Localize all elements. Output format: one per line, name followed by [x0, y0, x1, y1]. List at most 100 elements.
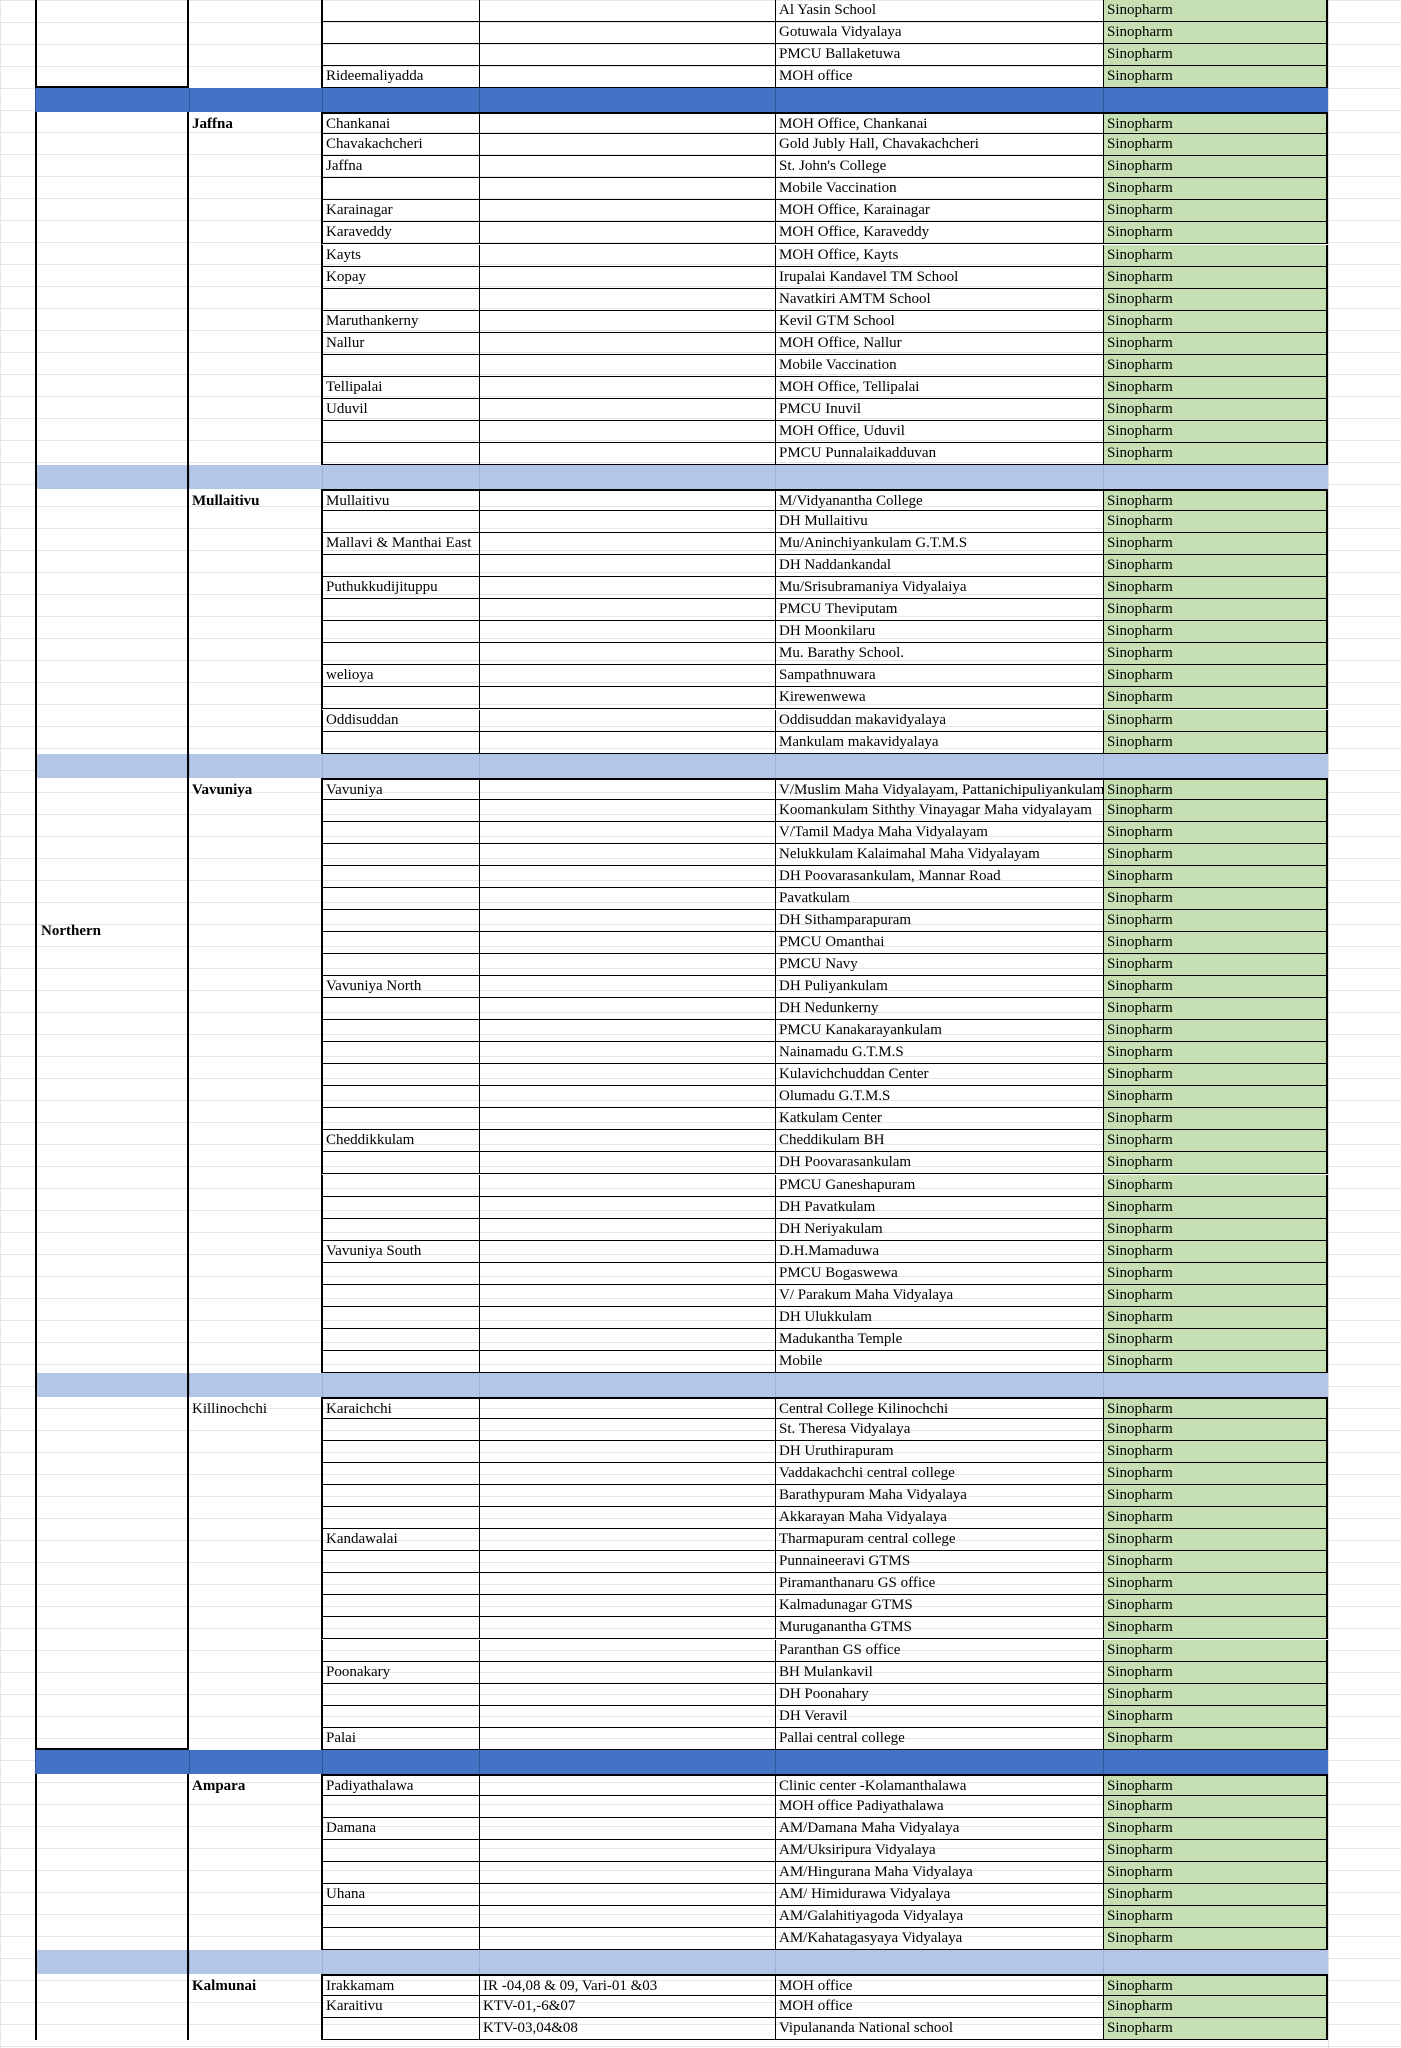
moh-area-cell[interactable]: Rideemaliyadda — [322, 66, 479, 89]
vaccination-center-cell[interactable]: Gotuwala Vidyalaya — [775, 22, 1103, 45]
moh-area-cell[interactable] — [322, 1419, 479, 1441]
gn-division-cell[interactable] — [479, 1617, 775, 1640]
vaccination-center-cell[interactable]: MOH Office, Karaveddy — [775, 222, 1103, 245]
gn-division-cell[interactable] — [479, 1639, 775, 1662]
vaccination-center-cell[interactable]: DH Neriyakulam — [775, 1218, 1103, 1241]
moh-area-cell[interactable] — [322, 1928, 479, 1951]
vaccine-cell[interactable]: Sinopharm — [1103, 821, 1328, 844]
gn-division-cell[interactable] — [479, 909, 775, 932]
vaccination-center-cell[interactable]: Mu/Aninchiyankulam G.T.M.S — [775, 533, 1103, 556]
gn-division-cell[interactable] — [479, 1727, 775, 1750]
vaccine-cell[interactable]: Sinopharm — [1103, 420, 1328, 443]
vaccination-center-cell[interactable]: MOH office — [775, 1996, 1103, 2019]
moh-area-cell[interactable]: Padiyathalawa — [322, 1773, 479, 1796]
gn-division-cell[interactable] — [479, 1884, 775, 1906]
vaccine-cell[interactable]: Sinopharm — [1103, 1507, 1328, 1530]
gn-division-cell[interactable] — [479, 310, 775, 333]
gn-division-cell[interactable] — [479, 1042, 775, 1065]
vaccination-center-cell[interactable]: Gold Jubly Hall, Chavakachcheri — [775, 134, 1103, 157]
gn-division-cell[interactable] — [479, 1020, 775, 1043]
vaccination-center-cell[interactable]: DH Veravil — [775, 1705, 1103, 1728]
vaccination-center-cell[interactable]: Kulavichchuddan Center — [775, 1064, 1103, 1087]
moh-area-cell[interactable]: Vavuniya South — [322, 1240, 479, 1263]
vaccine-cell[interactable]: Sinopharm — [1103, 1551, 1328, 1574]
moh-area-cell[interactable]: Karaichchi — [322, 1396, 479, 1419]
vaccination-center-cell[interactable]: Kevil GTM School — [775, 310, 1103, 333]
moh-area-cell[interactable] — [322, 555, 479, 578]
vaccination-center-cell[interactable]: DH Poonahary — [775, 1683, 1103, 1706]
gn-division-cell[interactable] — [479, 1218, 775, 1241]
moh-area-cell[interactable]: Jaffna — [322, 156, 479, 179]
vaccine-cell[interactable]: Sinopharm — [1103, 687, 1328, 710]
moh-area-cell[interactable] — [322, 1573, 479, 1596]
moh-area-cell[interactable] — [322, 998, 479, 1021]
vaccine-cell[interactable]: Sinopharm — [1103, 1419, 1328, 1441]
moh-area-cell[interactable] — [322, 1861, 479, 1884]
vaccine-cell[interactable]: Sinopharm — [1103, 156, 1328, 179]
district-cell[interactable]: Vavuniya — [189, 777, 322, 1373]
moh-area-cell[interactable]: Tellipalai — [322, 376, 479, 399]
vaccination-center-cell[interactable]: Al Yasin School — [775, 0, 1103, 22]
moh-area-cell[interactable] — [322, 2018, 479, 2041]
moh-area-cell[interactable] — [322, 1284, 479, 1307]
vaccination-center-cell[interactable]: PMCU Theviputam — [775, 599, 1103, 622]
moh-area-cell[interactable] — [322, 1683, 479, 1706]
gn-division-cell[interactable] — [479, 1573, 775, 1596]
vaccine-cell[interactable]: Sinopharm — [1103, 1130, 1328, 1153]
vaccine-cell[interactable]: Sinopharm — [1103, 310, 1328, 333]
vaccine-cell[interactable]: Sinopharm — [1103, 1240, 1328, 1263]
vaccination-center-cell[interactable]: MOH Office, Karainagar — [775, 200, 1103, 223]
moh-area-cell[interactable]: Kayts — [322, 244, 479, 267]
vaccination-center-cell[interactable]: Mobile Vaccination — [775, 354, 1103, 377]
moh-area-cell[interactable]: Uhana — [322, 1884, 479, 1906]
vaccination-center-cell[interactable]: Irupalai Kandavel TM School — [775, 266, 1103, 289]
gn-division-cell[interactable] — [479, 1928, 775, 1951]
gn-division-cell[interactable] — [479, 1240, 775, 1263]
vaccine-cell[interactable]: Sinopharm — [1103, 200, 1328, 223]
moh-area-cell[interactable] — [322, 954, 479, 976]
vaccination-center-cell[interactable]: Katkulam Center — [775, 1108, 1103, 1131]
gn-division-cell[interactable] — [479, 332, 775, 355]
gn-division-cell[interactable] — [479, 1174, 775, 1197]
vaccine-cell[interactable]: Sinopharm — [1103, 1817, 1328, 1840]
vaccine-cell[interactable]: Sinopharm — [1103, 0, 1328, 22]
vaccine-cell[interactable]: Sinopharm — [1103, 1795, 1328, 1818]
vaccination-center-cell[interactable]: MOH Office, Kayts — [775, 244, 1103, 267]
vaccine-cell[interactable]: Sinopharm — [1103, 1996, 1328, 2019]
vaccine-cell[interactable]: Sinopharm — [1103, 777, 1328, 800]
vaccination-center-cell[interactable]: AM/Damana Maha Vidyalaya — [775, 1817, 1103, 1840]
gn-division-cell[interactable] — [479, 1661, 775, 1684]
vaccination-center-cell[interactable]: MOH Office, Chankanai — [775, 112, 1103, 135]
vaccine-cell[interactable]: Sinopharm — [1103, 178, 1328, 201]
vaccine-cell[interactable]: Sinopharm — [1103, 998, 1328, 1021]
vaccination-center-cell[interactable]: DH Naddankandal — [775, 555, 1103, 578]
moh-area-cell[interactable] — [322, 44, 479, 67]
gn-division-cell[interactable]: IR -04,08 & 09, Vari-01 &03 — [479, 1974, 775, 1997]
vaccination-center-cell[interactable]: Pallai central college — [775, 1727, 1103, 1750]
moh-area-cell[interactable] — [322, 442, 479, 465]
moh-area-cell[interactable] — [322, 643, 479, 666]
vaccine-cell[interactable]: Sinopharm — [1103, 1108, 1328, 1131]
gn-division-cell[interactable] — [479, 1152, 775, 1175]
gn-division-cell[interactable] — [479, 1284, 775, 1307]
vaccination-center-cell[interactable]: Mobile — [775, 1350, 1103, 1373]
gn-division-cell[interactable] — [479, 1773, 775, 1796]
gn-division-cell[interactable] — [479, 112, 775, 135]
vaccine-cell[interactable]: Sinopharm — [1103, 731, 1328, 754]
vaccination-center-cell[interactable]: PMCU Omanthai — [775, 931, 1103, 954]
moh-area-cell[interactable] — [322, 1485, 479, 1508]
vaccination-center-cell[interactable]: Cheddikulam BH — [775, 1130, 1103, 1153]
gn-division-cell[interactable] — [479, 821, 775, 844]
vaccine-cell[interactable]: Sinopharm — [1103, 1529, 1328, 1552]
vaccination-center-cell[interactable]: DH Poovarasankulam, Mannar Road — [775, 865, 1103, 888]
moh-area-cell[interactable] — [322, 909, 479, 932]
vaccination-center-cell[interactable]: V/Tamil Madya Maha Vidyalayam — [775, 821, 1103, 844]
vaccine-cell[interactable]: Sinopharm — [1103, 1839, 1328, 1862]
vaccine-cell[interactable]: Sinopharm — [1103, 1661, 1328, 1684]
moh-area-cell[interactable]: Karaitivu — [322, 1996, 479, 2019]
moh-area-cell[interactable]: Uduvil — [322, 398, 479, 421]
gn-division-cell[interactable] — [479, 1328, 775, 1351]
vaccine-cell[interactable]: Sinopharm — [1103, 1350, 1328, 1373]
vaccine-cell[interactable]: Sinopharm — [1103, 1020, 1328, 1043]
vaccine-cell[interactable]: Sinopharm — [1103, 533, 1328, 556]
